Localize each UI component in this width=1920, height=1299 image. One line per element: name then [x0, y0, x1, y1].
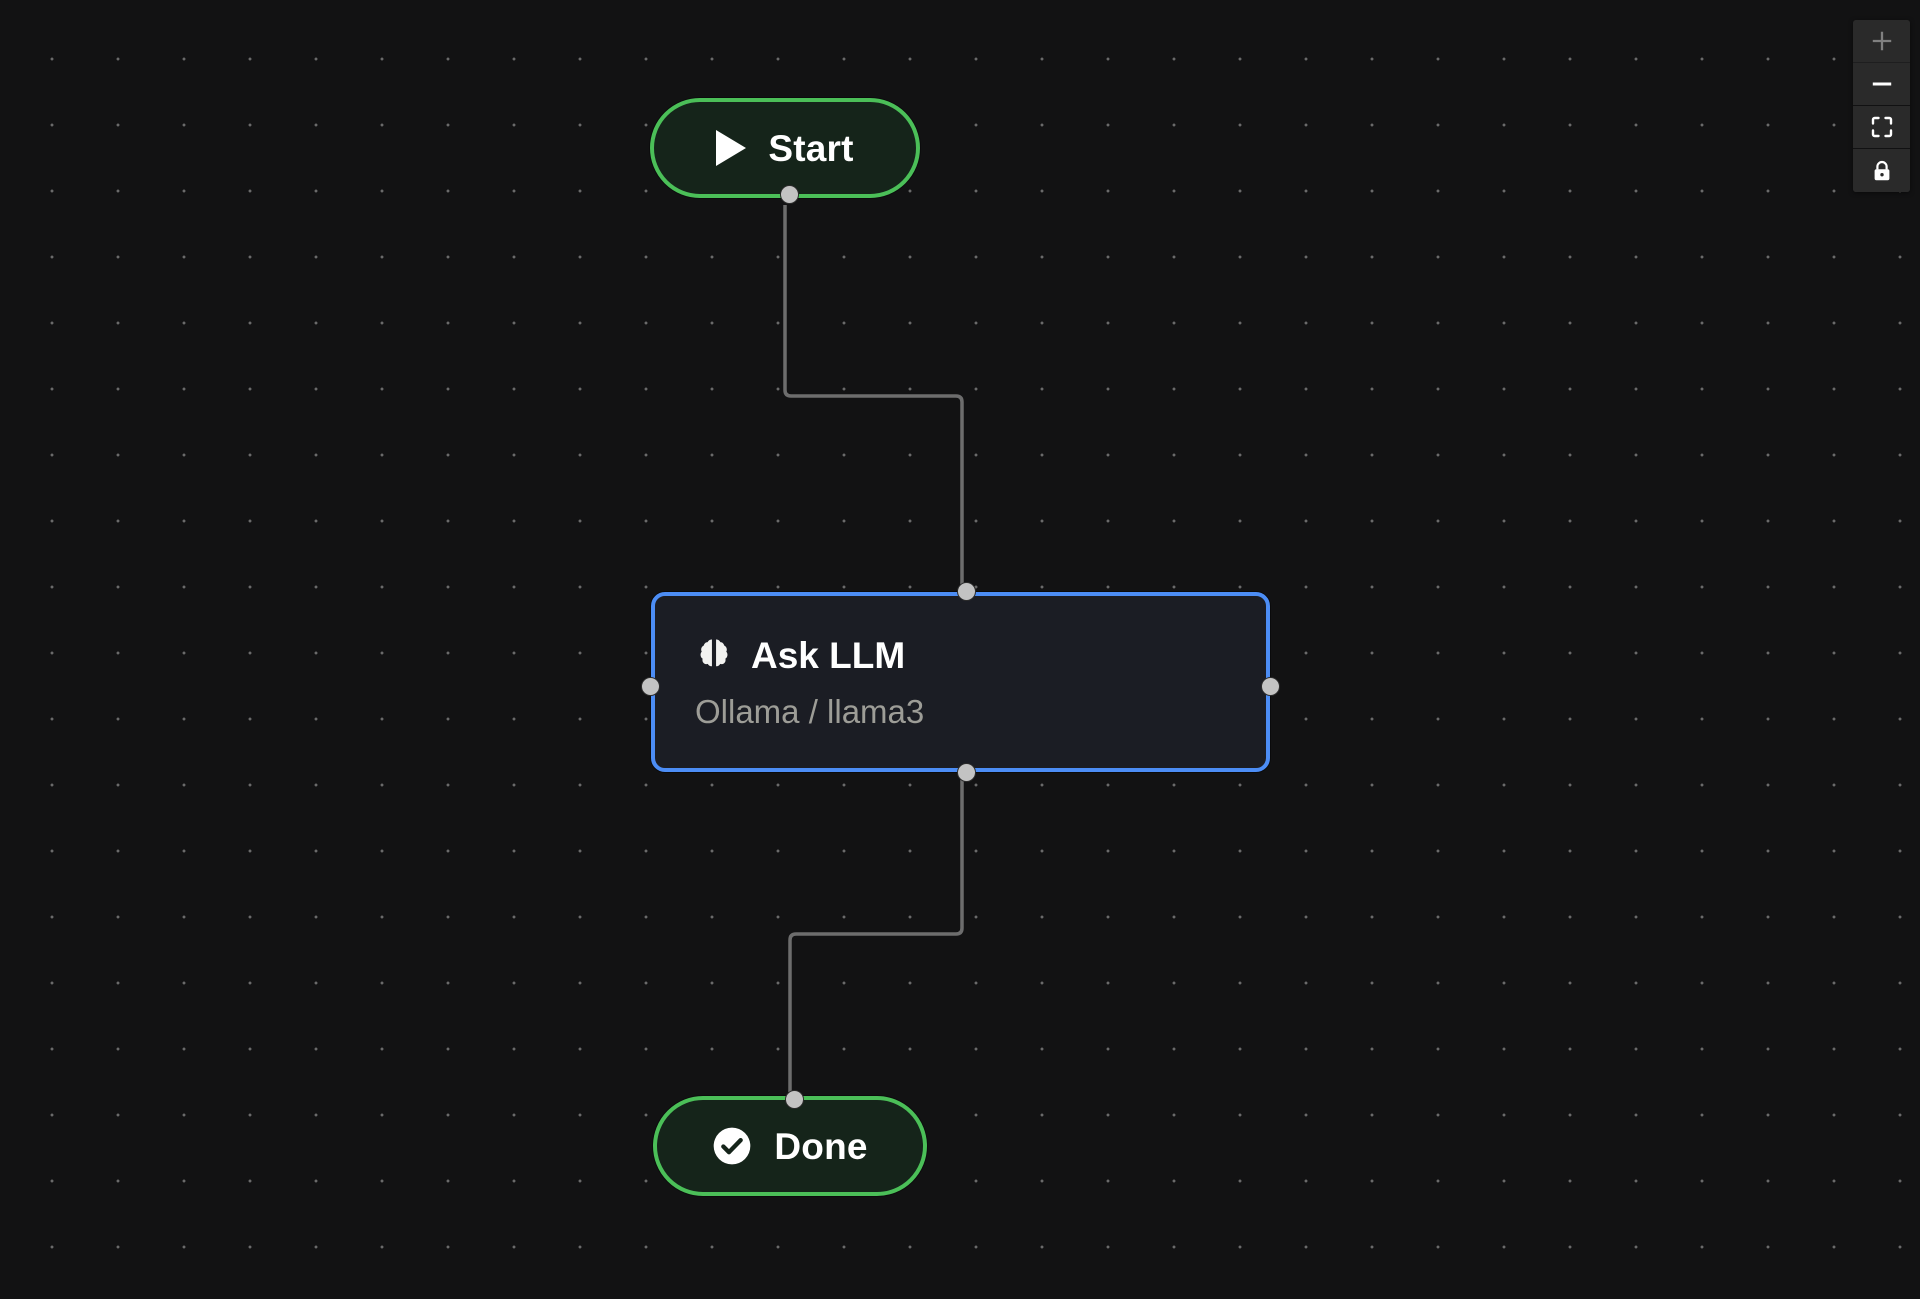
- node-ask-llm-header: Ask LLM: [695, 636, 905, 674]
- node-ask-llm-subtitle: Ollama / llama3: [695, 693, 925, 730]
- fit-view-button[interactable]: [1853, 106, 1910, 149]
- node-start[interactable]: Start: [650, 98, 920, 204]
- node-start-label: Start: [768, 127, 854, 169]
- edge-start-to-ask-llm[interactable]: [783, 205, 964, 592]
- brain-icon: [700, 639, 728, 667]
- node-done-label: Done: [774, 1125, 868, 1167]
- zoom-in-button[interactable]: [1853, 20, 1910, 63]
- handle-ask-llm-right[interactable]: [1261, 677, 1280, 696]
- handle-start-bottom[interactable]: [780, 185, 799, 204]
- node-done[interactable]: Done: [653, 1090, 927, 1196]
- play-icon: [716, 130, 747, 166]
- handle-ask-llm-top[interactable]: [957, 582, 976, 601]
- handle-ask-llm-bottom[interactable]: [957, 763, 976, 782]
- lock-button[interactable]: [1853, 149, 1910, 192]
- handle-done-top[interactable]: [785, 1090, 804, 1109]
- flow-controls-panel[interactable]: [1853, 20, 1910, 192]
- node-ask-llm[interactable]: Ask LLM Ollama / llama3: [641, 582, 1280, 782]
- lock-icon: [1874, 160, 1889, 180]
- check-circle-icon: [714, 1127, 751, 1165]
- plus-icon: [1872, 31, 1891, 51]
- edge-ask-llm-to-done[interactable]: [788, 772, 964, 1092]
- handle-ask-llm-left[interactable]: [641, 677, 660, 696]
- minus-icon: [1872, 82, 1891, 86]
- node-ask-llm-title: Ask LLM: [751, 634, 906, 676]
- fit-view-icon: [1871, 116, 1892, 138]
- zoom-out-button[interactable]: [1853, 63, 1910, 106]
